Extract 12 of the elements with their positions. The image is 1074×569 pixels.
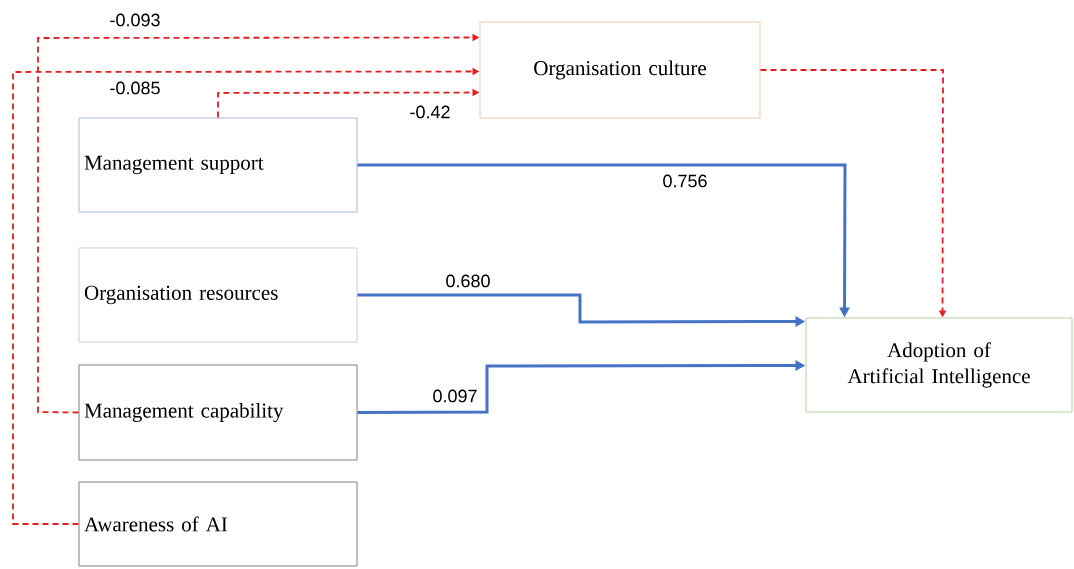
- edge-label: -0.42: [410, 105, 450, 119]
- factor-box: Awareness of AI: [78, 481, 358, 567]
- edge-label: 0.680: [446, 274, 490, 288]
- factor-box: Management capability: [78, 364, 358, 461]
- factor-box: Management support: [78, 117, 358, 213]
- factor-box: Organisation resources: [78, 247, 358, 343]
- edge-label: -0.093: [110, 13, 160, 27]
- edge-label: 0.097: [433, 389, 477, 403]
- factor-box: Organisation culture: [479, 21, 761, 119]
- edge-label: -0.085: [110, 81, 160, 95]
- edge-label: 0.756: [663, 174, 707, 188]
- factor-box: Adoption of Artificial Intelligence: [805, 317, 1073, 413]
